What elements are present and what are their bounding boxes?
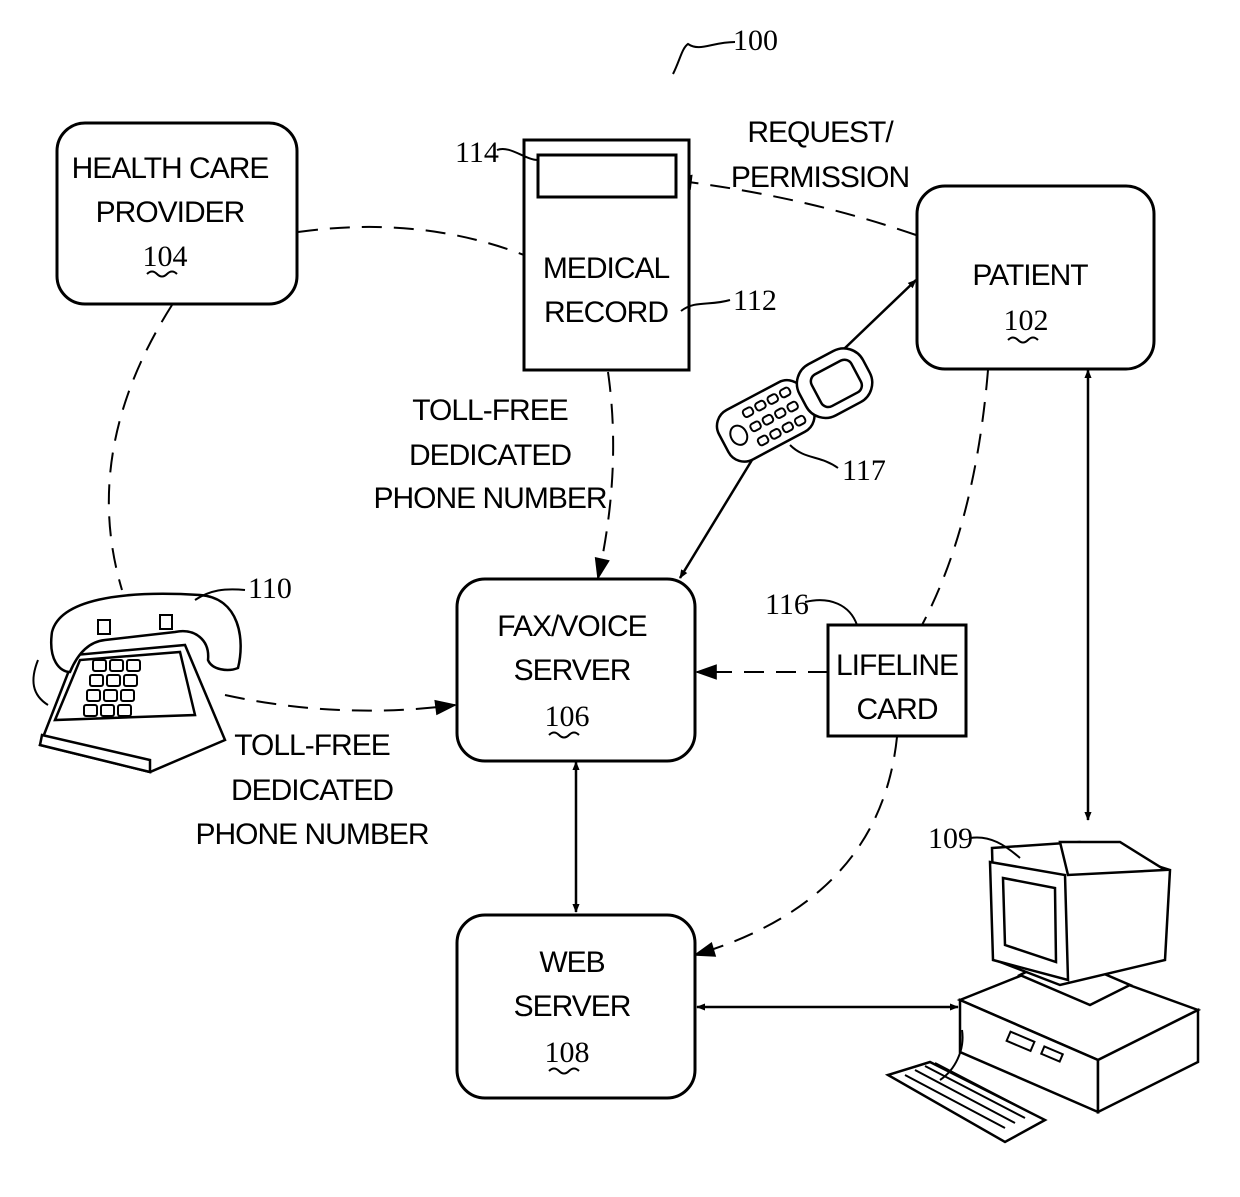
health-care-provider-node: HEALTH CARE PROVIDER 104 — [57, 123, 297, 304]
svg-text:CARD: CARD — [856, 693, 937, 726]
medical-record-node: MEDICAL RECORD 112 114 — [455, 136, 777, 370]
svg-text:110: 110 — [248, 572, 292, 605]
svg-text:SERVER: SERVER — [514, 990, 631, 1023]
svg-text:RECORD: RECORD — [544, 296, 668, 329]
link-telephone-faxserver — [225, 695, 455, 711]
web-server-node: WEB SERVER 108 — [457, 915, 695, 1098]
svg-text:WEB: WEB — [539, 946, 604, 979]
record-field — [538, 155, 676, 197]
svg-text:DEDICATED: DEDICATED — [231, 774, 393, 807]
svg-text:100: 100 — [733, 24, 778, 57]
link-patient-lifeline — [922, 370, 988, 625]
svg-text:LIFELINE: LIFELINE — [836, 649, 958, 682]
svg-text:104: 104 — [143, 240, 188, 273]
svg-text:REQUEST/: REQUEST/ — [747, 116, 894, 149]
lifeline-card-node: LIFELINE CARD 116 — [765, 588, 966, 736]
link-lifeline-webserver — [695, 737, 897, 955]
svg-text:106: 106 — [545, 700, 590, 733]
svg-text:116: 116 — [765, 588, 809, 621]
svg-text:109: 109 — [928, 822, 973, 855]
svg-text:108: 108 — [545, 1036, 590, 1069]
toll-free-upper-label: TOLL-FREE DEDICATED PHONE NUMBER — [373, 394, 606, 515]
svg-text:PERMISSION: PERMISSION — [731, 161, 909, 194]
fax-voice-server-node: FAX/VOICE SERVER 106 — [457, 579, 695, 761]
svg-text:DEDICATED: DEDICATED — [409, 439, 571, 472]
svg-text:HEALTH CARE: HEALTH CARE — [72, 152, 269, 185]
svg-text:102: 102 — [1004, 304, 1049, 337]
svg-text:TOLL-FREE: TOLL-FREE — [412, 394, 568, 427]
request-permission-label: REQUEST/ PERMISSION — [731, 116, 909, 194]
figure-ref: 100 — [673, 24, 778, 74]
svg-text:PATIENT: PATIENT — [972, 259, 1088, 292]
toll-free-lower-label: TOLL-FREE DEDICATED PHONE NUMBER — [195, 729, 428, 851]
svg-text:112: 112 — [733, 284, 777, 317]
svg-text:PROVIDER: PROVIDER — [96, 196, 245, 229]
svg-text:FAX/VOICE: FAX/VOICE — [497, 610, 646, 643]
link-record-faxserver — [598, 372, 613, 578]
svg-text:PHONE NUMBER: PHONE NUMBER — [195, 818, 428, 851]
cell-phone-icon: 117 — [710, 341, 886, 487]
svg-text:PHONE NUMBER: PHONE NUMBER — [373, 482, 606, 515]
link-cellphone-faxserver — [680, 460, 752, 578]
link-provider-telephone — [109, 305, 172, 590]
svg-text:MEDICAL: MEDICAL — [543, 252, 670, 285]
computer-icon: 109 — [888, 822, 1198, 1142]
svg-text:117: 117 — [842, 454, 886, 487]
patient-node: PATIENT 102 — [917, 186, 1154, 369]
link-provider-record — [298, 227, 524, 255]
svg-text:114: 114 — [455, 136, 499, 169]
svg-text:TOLL-FREE: TOLL-FREE — [234, 729, 390, 762]
svg-text:SERVER: SERVER — [514, 654, 631, 687]
